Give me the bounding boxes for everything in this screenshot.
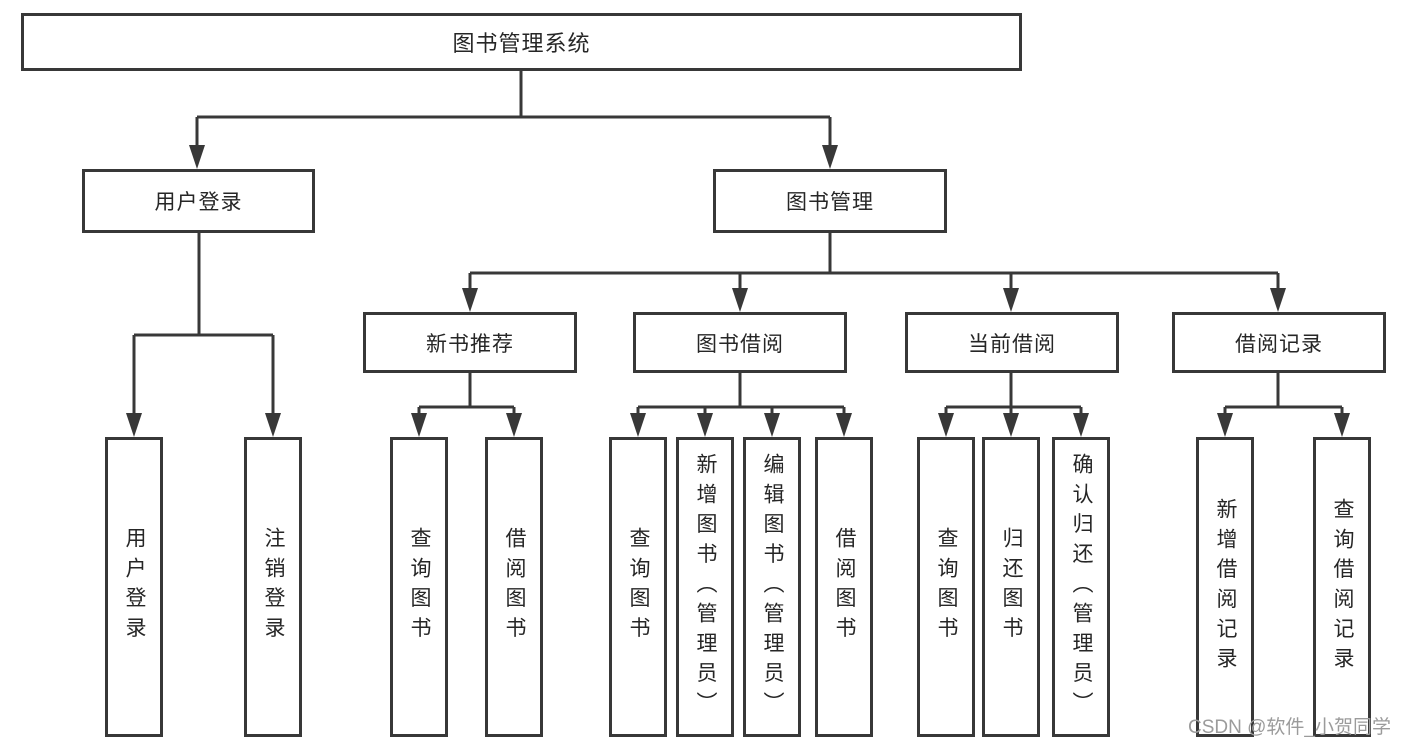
leaf-label: 借阅图书 [833,527,856,647]
connector-paths [132,71,1344,415]
node-current-borrow: 当前借阅 [905,312,1119,373]
leaf-query-books-recommend: 查询图书 [390,437,448,737]
node-new-book-recommend: 新书推荐 [363,312,577,373]
leaf-label: 新增借阅记录 [1214,497,1237,677]
leaf-borrow-books: 借阅图书 [815,437,873,737]
node-user-login-branch: 用户登录 [82,169,315,233]
leaf-label: 新增图书（管理员） [694,452,717,722]
node-label: 当前借阅 [968,332,1056,356]
leaf-return-books: 归还图书 [982,437,1040,737]
leaf-label: 查询图书 [935,527,958,647]
node-book-management-branch: 图书管理 [713,169,947,233]
leaf-add-books-admin: 新增图书（管理员） [676,437,734,737]
node-label: 新书推荐 [426,332,514,356]
node-label: 借阅记录 [1235,332,1323,356]
leaf-label: 查询图书 [408,527,431,647]
node-label: 图书管理 [786,191,874,214]
leaf-edit-books-admin: 编辑图书（管理员） [743,437,801,737]
leaf-label: 确认归还（管理员） [1070,452,1093,722]
node-label: 图书借阅 [696,332,784,356]
node-system-root: 图书管理系统 [21,13,1022,71]
leaf-label: 注销登录 [262,527,285,647]
leaf-add-borrow-record: 新增借阅记录 [1196,437,1254,737]
node-label: 用户登录 [154,191,243,214]
leaf-label: 查询图书 [627,527,650,647]
leaf-logout: 注销登录 [244,437,302,737]
node-book-borrow: 图书借阅 [633,312,847,373]
leaf-query-books-current: 查询图书 [917,437,975,737]
leaf-borrow-books-recommend: 借阅图书 [485,437,543,737]
leaf-confirm-return-admin: 确认归还（管理员） [1052,437,1110,737]
leaf-query-borrow-record: 查询借阅记录 [1313,437,1371,737]
arrowheads [126,145,1350,437]
leaf-label: 归还图书 [1000,527,1023,647]
leaf-query-books-borrow: 查询图书 [609,437,667,737]
leaf-label: 用户登录 [123,527,146,647]
leaf-label: 编辑图书（管理员） [761,452,784,722]
leaf-label: 借阅图书 [503,527,526,647]
leaf-user-login: 用户登录 [105,437,163,737]
node-borrow-records: 借阅记录 [1172,312,1386,373]
node-label: 图书管理系统 [452,31,591,56]
leaf-label: 查询借阅记录 [1331,497,1354,677]
csdn-watermark: CSDN @软件_小贺同学 [1188,717,1391,738]
